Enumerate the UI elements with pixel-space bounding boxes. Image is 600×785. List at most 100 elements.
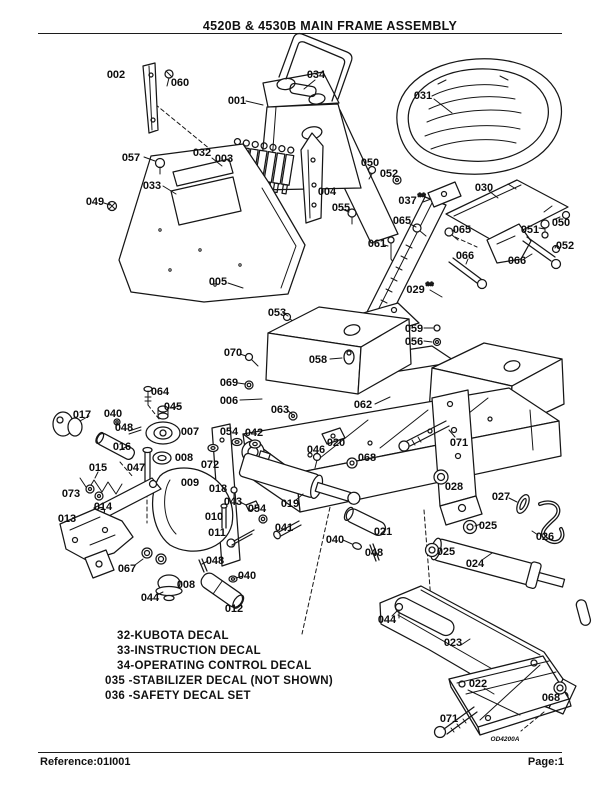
part-number-label: 065 xyxy=(393,215,411,227)
pump-cluster-art xyxy=(142,385,387,567)
legend-item: 035 -STABILIZER DECAL (NOT SHOWN) xyxy=(105,675,333,687)
part-number-label: 056 xyxy=(405,336,423,348)
part-number-label: 066 xyxy=(508,255,526,267)
part-number-label: 029** xyxy=(406,281,433,296)
part-number-label: 065 xyxy=(453,224,471,236)
part-number-label: 010 xyxy=(205,511,223,523)
part-number-label: 018 xyxy=(209,483,227,495)
part-number-label: 020 xyxy=(327,437,345,449)
cylinder-024-art xyxy=(424,494,592,626)
part-number-label: 013 xyxy=(58,513,76,525)
part-number-label: 046 xyxy=(307,444,325,456)
part-number-label: 063 xyxy=(271,404,289,416)
part-number-label: 059 xyxy=(405,323,423,335)
part-number-label: 027 xyxy=(492,491,510,503)
part-number-label: 067 xyxy=(118,563,136,575)
part-number-label: 017 xyxy=(73,409,91,421)
part-number-label: 023 xyxy=(444,637,462,649)
seat-assembly-art xyxy=(396,58,563,175)
part-number-label: 068 xyxy=(358,452,376,464)
part-number-label: 060 xyxy=(171,77,189,89)
part-number-label: 050 xyxy=(552,217,570,229)
part-number-label: 052 xyxy=(556,240,574,252)
reference-text: Reference:01I001 xyxy=(40,756,131,768)
seat-bracket-art xyxy=(444,179,571,270)
side-panel-art xyxy=(106,143,306,303)
footer-rule xyxy=(38,752,562,753)
part-number-label: 072 xyxy=(201,459,219,471)
part-number-label: 049 xyxy=(86,196,104,208)
part-number-label: 012 xyxy=(225,603,243,615)
part-number-label: 058 xyxy=(309,354,327,366)
part-number-label: 004 xyxy=(318,186,337,198)
part-number-label: 025 xyxy=(437,546,455,558)
part-number-label: 054 xyxy=(248,503,267,515)
part-number-label: 022 xyxy=(469,678,487,690)
bracket-004-art xyxy=(300,132,402,225)
page-number: Page:1 xyxy=(527,756,564,768)
part-number-label: 061 xyxy=(368,238,386,250)
part-number-label: 007 xyxy=(181,426,199,438)
part-number-label: 011 xyxy=(208,527,226,539)
part-number-label: 055 xyxy=(332,202,350,214)
drawing-code: OD4200A xyxy=(491,736,520,743)
part-number-label: 054 xyxy=(220,426,239,438)
part-number-label: 034 xyxy=(307,69,326,81)
part-number-label: 066 xyxy=(456,250,474,262)
part-number-label: 003 xyxy=(215,153,233,165)
part-number-label: 064 xyxy=(151,386,170,398)
knob-pin-art xyxy=(155,558,245,609)
part-number-label: 006 xyxy=(220,395,238,407)
part-number-label: 073 xyxy=(62,488,80,500)
part-number-label: 040 xyxy=(104,408,122,420)
part-number-label: 015 xyxy=(89,462,107,474)
stabilizer-pad-art xyxy=(433,655,572,739)
part-number-label: 041 xyxy=(275,522,293,534)
legend-item: 34-OPERATING CONTROL DECAL xyxy=(117,660,312,672)
part-number-label: 001 xyxy=(228,95,246,107)
part-number-label: 008 xyxy=(175,452,193,464)
part-number-label: 005 xyxy=(209,276,227,288)
part-number-label: 043 xyxy=(224,496,242,508)
legend-item: 036 -SAFETY DECAL SET xyxy=(105,690,251,702)
part-number-label: 048 xyxy=(206,555,224,567)
legend-item: 32-KUBOTA DECAL xyxy=(117,630,229,642)
part-number-label: 052 xyxy=(380,168,398,180)
part-number-label: 009 xyxy=(181,477,199,489)
part-number-label: 031 xyxy=(414,90,432,102)
part-number-label: 044 xyxy=(378,614,397,626)
part-number-label: 016 xyxy=(113,441,131,453)
bracket-002-art xyxy=(142,62,174,134)
part-number-label: 068 xyxy=(542,692,560,704)
part-number-label: 033 xyxy=(143,180,161,192)
part-number-label: 025 xyxy=(479,520,497,532)
part-number-label: 069 xyxy=(220,377,238,389)
part-number-label: 048 xyxy=(365,547,383,559)
part-number-label: 019 xyxy=(281,498,299,510)
part-number-label: 044 xyxy=(141,592,160,604)
part-number-label: 024 xyxy=(466,558,485,570)
lever-cluster-art xyxy=(52,411,167,579)
part-number-label: 021 xyxy=(374,526,392,538)
part-number-label: 070 xyxy=(224,347,242,359)
legend-item: 33-INSTRUCTION DECAL xyxy=(117,645,262,657)
part-number-label: 053 xyxy=(268,307,286,319)
part-number-label: 002 xyxy=(107,69,125,81)
leader-lines xyxy=(79,79,561,695)
part-number-label: 014 xyxy=(94,501,113,513)
main-frame-art xyxy=(231,306,565,526)
part-number-label: 071 xyxy=(450,437,468,449)
part-number-label: 047 xyxy=(127,462,145,474)
part-number-label: 040 xyxy=(326,534,344,546)
part-number-label: 048 xyxy=(115,422,133,434)
part-number-label: 071 xyxy=(440,713,458,725)
part-number-label: 051 xyxy=(521,224,539,236)
part-number-label: 026 xyxy=(536,531,554,543)
part-number-label: 050 xyxy=(361,157,379,169)
part-number-label: 045 xyxy=(164,401,182,413)
part-number-label: 042 xyxy=(245,427,263,439)
part-number-label: 032 xyxy=(193,147,211,159)
